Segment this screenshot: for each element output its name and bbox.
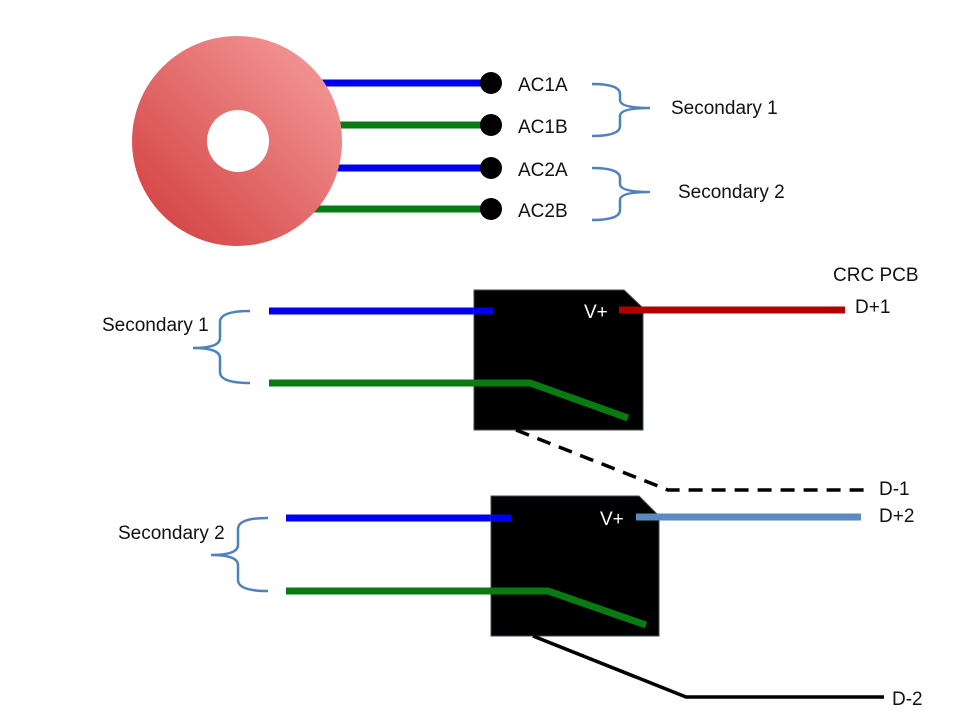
rectifier-1-bracket <box>192 309 251 385</box>
rectifier-2-positive-label: D+2 <box>879 506 914 527</box>
terminal-ac2b <box>480 198 502 220</box>
rectifier-2-negative-label: D-2 <box>892 689 923 710</box>
rectifier-1-negative-label: D-1 <box>879 479 910 500</box>
terminal-label-ac2a: AC2A <box>518 160 568 181</box>
rectifier-2-vplus-label: V+ <box>600 509 624 530</box>
rectifier-2-chip <box>490 495 660 637</box>
rectifier-1-chip <box>473 289 644 431</box>
bracket-secondary-2 <box>591 166 651 222</box>
rectifier-2-group-label: Secondary 2 <box>118 523 225 544</box>
terminal-label-ac2b: AC2B <box>518 201 568 222</box>
bracket-secondary-1 <box>591 82 651 138</box>
terminal-ac2a <box>480 157 502 179</box>
rectifier-1-group-label: Secondary 1 <box>102 315 209 336</box>
rectifier-1: Secondary 1 V+ D+1 D-1 <box>102 289 910 500</box>
rectifier-2-bracket <box>210 516 269 593</box>
rectifier-2: Secondary 2 V+ D+2 D-2 <box>118 495 923 710</box>
terminal-ac1a <box>480 72 502 94</box>
rectifier-1-negative-output <box>515 428 868 492</box>
rectifier-1-green-input <box>269 379 630 422</box>
group-label-secondary-2: Secondary 2 <box>678 182 785 203</box>
rectifier-1-vplus-label: V+ <box>584 302 608 323</box>
rectifier-2-negative-output <box>532 634 884 699</box>
toroid-core <box>132 36 342 246</box>
terminal-label-ac1a: AC1A <box>518 75 568 96</box>
rectifier-1-positive-label: D+1 <box>855 297 890 318</box>
terminal-ac1b <box>480 114 502 136</box>
pcb-label: CRC PCB <box>833 265 919 286</box>
transformer: AC1A AC1B AC2A AC2B Secondary 1 Secondar… <box>132 36 785 246</box>
terminal-label-ac1b: AC1B <box>518 117 568 138</box>
rectifier-2-green-input <box>286 587 648 629</box>
group-label-secondary-1: Secondary 1 <box>671 98 778 119</box>
